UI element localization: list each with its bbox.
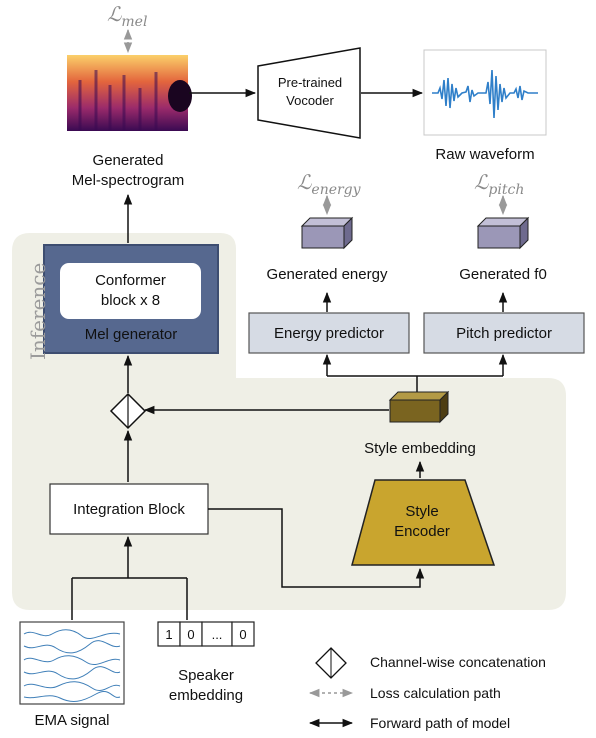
legend-forward-text: Forward path of model <box>370 715 511 731</box>
legend-concat-text: Channel-wise concatenation <box>370 654 546 670</box>
loss-script: ℒ <box>297 170 312 194</box>
energy-loss-label: ℒenergy <box>297 170 361 198</box>
style-encoder-line1: Style <box>405 503 439 520</box>
loss-script: ℒ <box>107 2 122 26</box>
speaker-vector-shape <box>157 621 255 647</box>
inference-label: Inference <box>26 262 50 360</box>
pitch-predictor-label: Pitch predictor <box>456 324 552 342</box>
speaker-vector-cell: 0 <box>187 626 195 642</box>
ema-signal-label: EMA signal <box>34 712 110 729</box>
vocoder-line1: Pre-trained <box>277 75 343 90</box>
mel-generator-label: Mel generator <box>84 326 178 343</box>
mel-loss-label: ℒmel <box>107 2 147 30</box>
f0-cube-shape <box>476 216 530 250</box>
integration-block-shape <box>49 483 209 535</box>
style-encoder-label: Style Encoder <box>362 497 482 547</box>
speaker-vector-cell: ... <box>211 626 223 642</box>
generated-f0-label: Generated f0 <box>459 266 547 283</box>
pitch-loss-label: ℒpitch <box>474 170 524 198</box>
style-embedding-cube-shape <box>388 390 450 424</box>
energy-cube-shape <box>300 216 354 250</box>
generated-mel-line2: Mel-spectrogram <box>71 172 185 189</box>
generated-energy-label: Generated energy <box>266 266 388 283</box>
raw-waveform-label: Raw waveform <box>435 146 535 163</box>
ema-signal-image <box>19 621 125 705</box>
conformer-shape <box>60 263 201 319</box>
speaker-embedding-label: Speaker embedding <box>150 666 262 706</box>
speaker-vector-cell: 0 <box>239 626 247 642</box>
speaker-vector-cell: 1 <box>165 626 173 642</box>
pitch-predictor-shape <box>423 312 585 354</box>
conformer-label: Conformer block x 8 <box>60 263 201 319</box>
speaker-embedding-line1: Speaker <box>178 667 234 684</box>
generated-mel-label: Generated Mel-spectrogram <box>38 151 218 191</box>
conformer-line2: block x 8 <box>100 292 161 309</box>
energy-predictor-shape <box>248 312 410 354</box>
vocoder-shape <box>257 47 361 139</box>
loss-subscript: energy <box>311 182 361 198</box>
style-encoder-shape <box>351 479 496 566</box>
speaker-embedding-line2: embedding <box>168 687 244 704</box>
style-encoder-line2: Encoder <box>394 523 450 540</box>
energy-predictor-label: Energy predictor <box>273 324 385 342</box>
integration-block-label: Integration Block <box>73 500 185 518</box>
loss-subscript: mel <box>121 14 148 30</box>
mel-spectrogram-image <box>67 55 192 131</box>
loss-subscript: pitch <box>488 182 525 198</box>
raw-waveform-image <box>423 49 547 136</box>
generated-mel-line1: Generated <box>92 152 164 169</box>
style-embedding-label: Style embedding <box>364 440 476 457</box>
vocoder-label: Pre-trained Vocoder <box>262 74 358 110</box>
legend-loss-text: Loss calculation path <box>370 685 501 701</box>
conformer-line1: Conformer <box>95 272 166 289</box>
vocoder-line2: Vocoder <box>286 93 334 108</box>
loss-script: ℒ <box>474 170 489 194</box>
